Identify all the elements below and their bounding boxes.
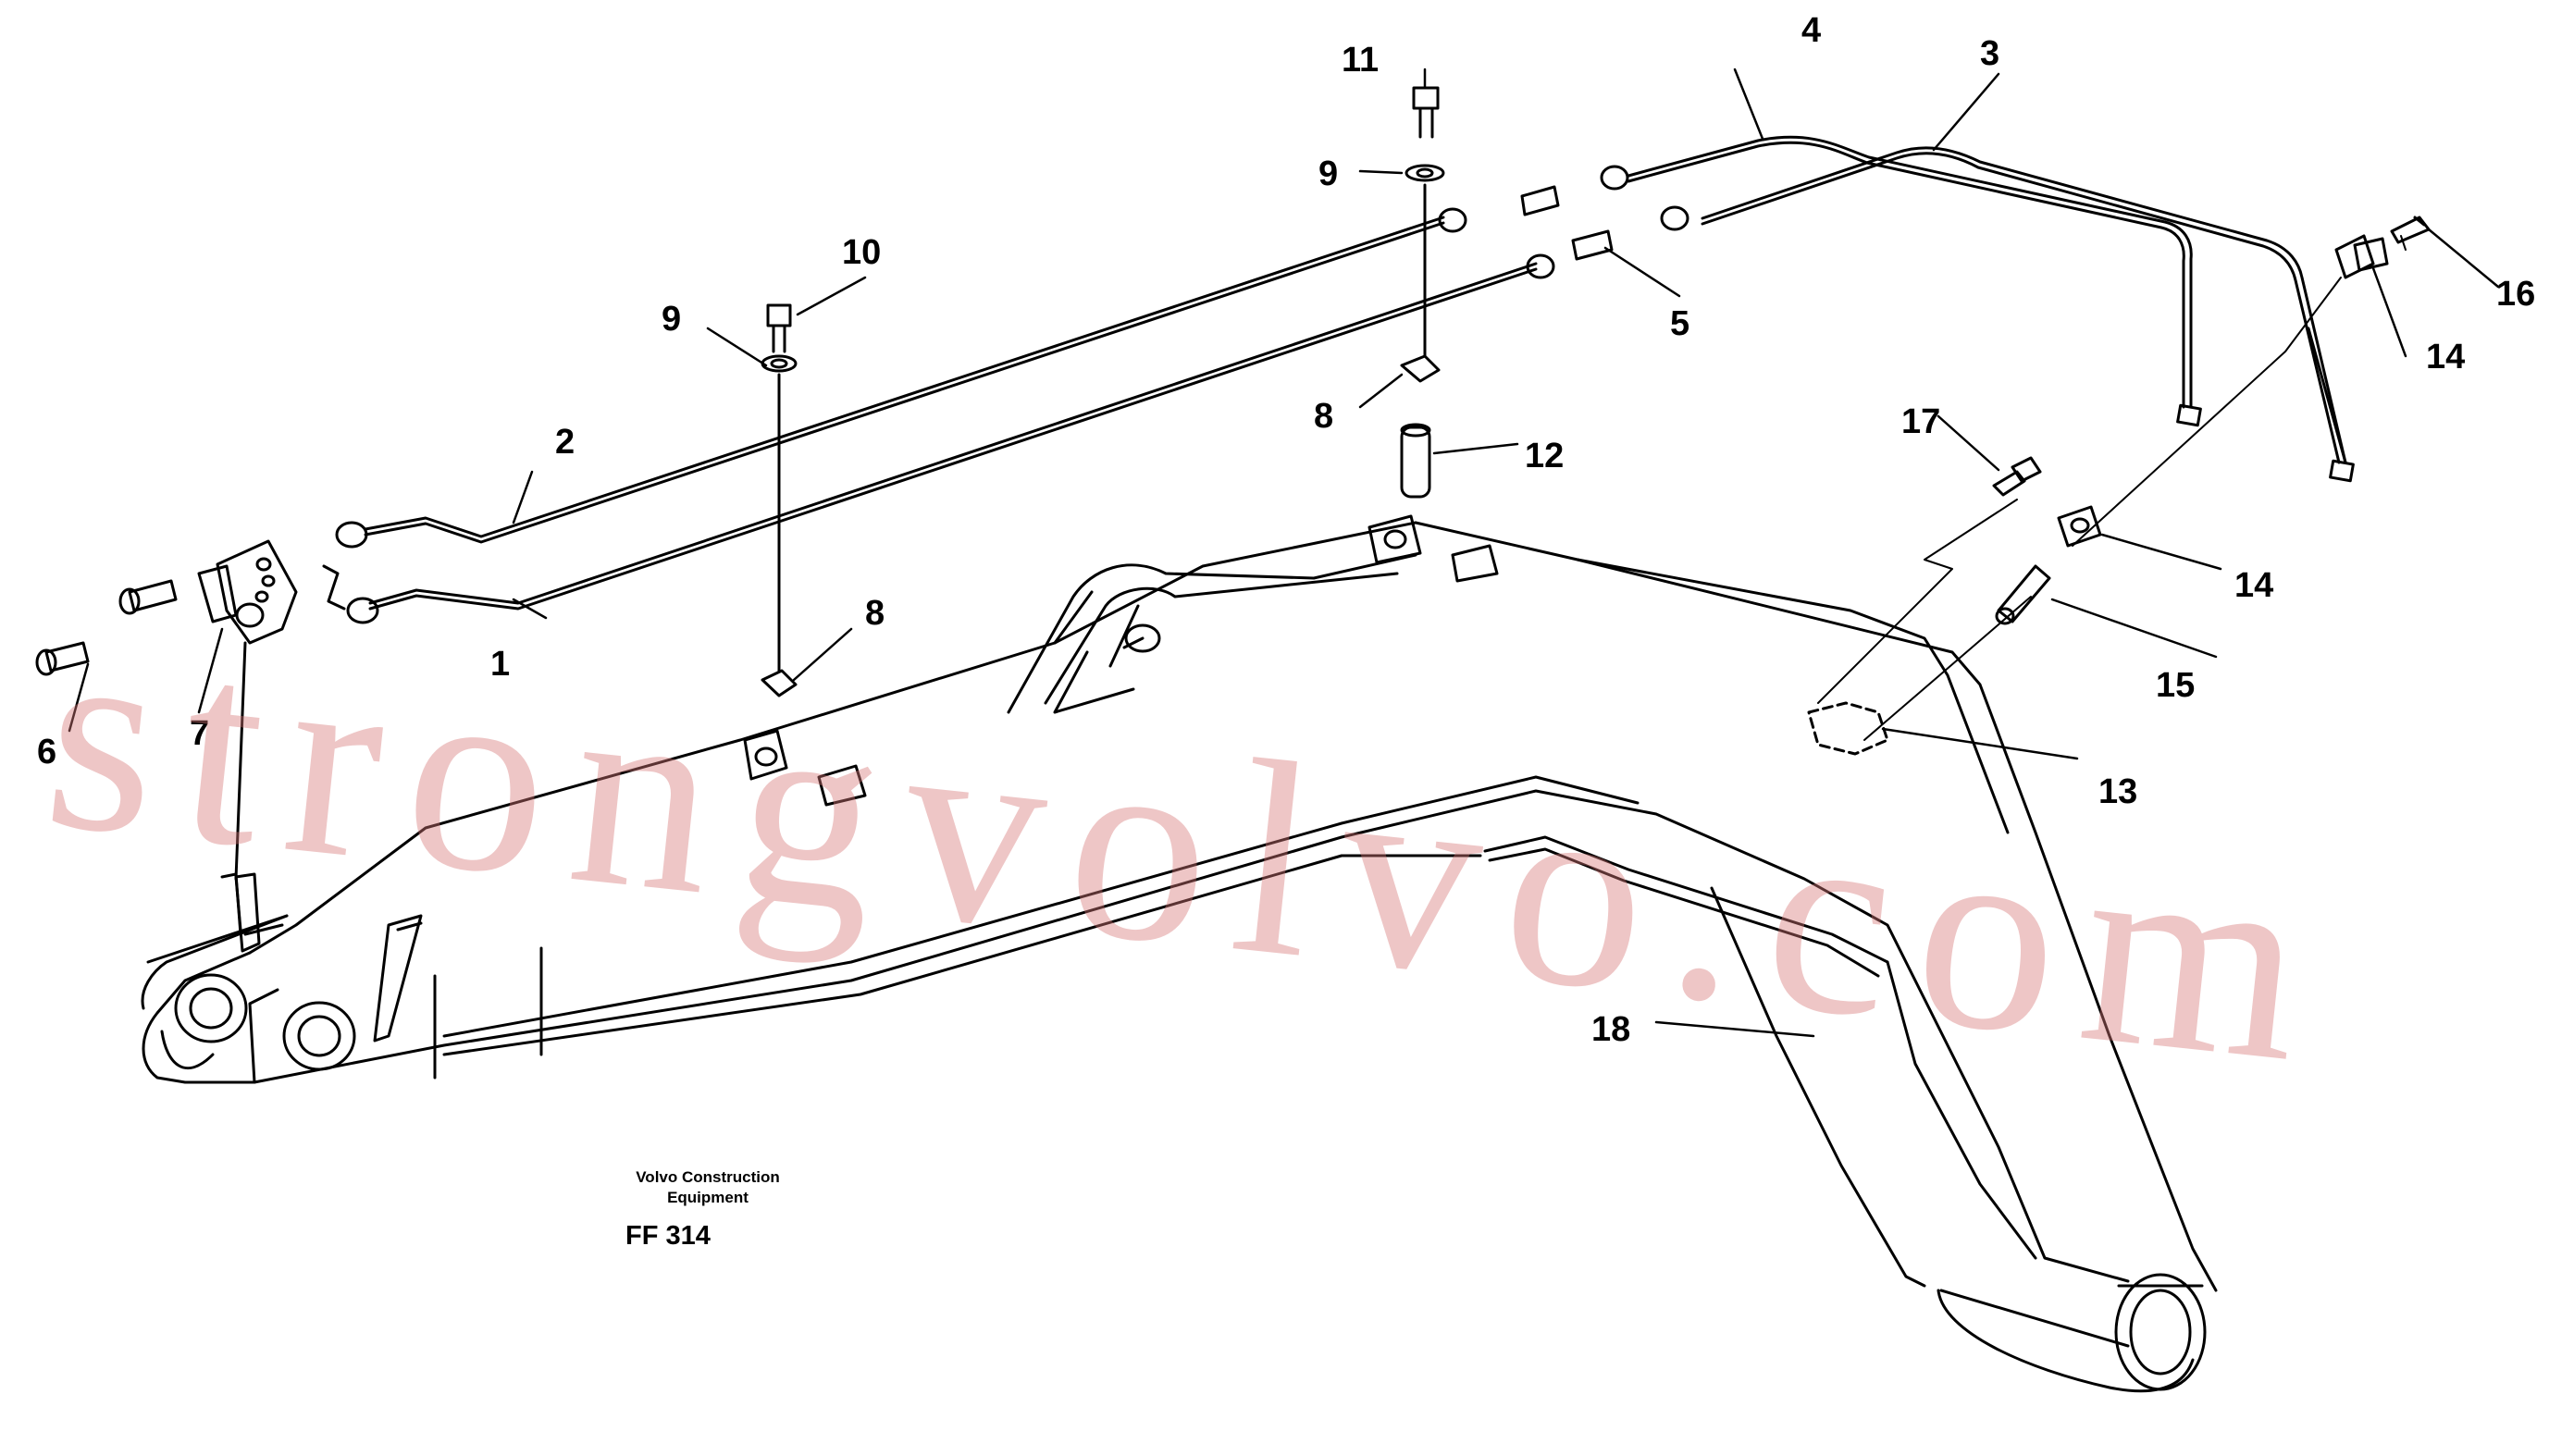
callout-labels: 1 2 3 4 5 6 7 8 8 9 9 10 11 12 13 14 14 …	[37, 11, 2535, 1049]
callout-9-left: 9	[662, 300, 681, 339]
drawing-code: FF 314	[625, 1221, 711, 1251]
callout-14-upper: 14	[2426, 338, 2465, 376]
callout-12: 12	[1525, 437, 1564, 475]
callout-17: 17	[1901, 402, 1940, 441]
boom-arm	[141, 521, 2218, 1393]
callout-10: 10	[842, 233, 881, 272]
caption-line-1: Volvo Construction	[636, 1168, 780, 1186]
callout-8-centre: 8	[1314, 397, 1333, 436]
callout-15: 15	[2156, 666, 2195, 705]
manufacturer-caption: Volvo Construction Equipment	[592, 1167, 823, 1208]
callout-4: 4	[1801, 11, 1821, 50]
callout-11: 11	[1342, 41, 1379, 80]
callout-9-centre: 9	[1318, 154, 1338, 193]
assembly-lines	[1817, 235, 2407, 741]
callout-7: 7	[190, 714, 209, 753]
callout-16: 16	[2496, 275, 2535, 314]
caption-line-2: Equipment	[667, 1189, 749, 1206]
hydraulic-pipes	[364, 135, 2355, 611]
fittings	[35, 86, 2431, 881]
callout-18: 18	[1591, 1010, 1630, 1049]
leader-lines	[68, 68, 2500, 1038]
callout-5: 5	[1670, 304, 1689, 343]
callout-6: 6	[37, 733, 56, 771]
callout-13: 13	[2098, 772, 2137, 811]
callout-3: 3	[1980, 34, 1999, 73]
callout-2: 2	[555, 423, 575, 462]
callout-14-lower: 14	[2234, 566, 2273, 605]
callout-1: 1	[490, 645, 510, 684]
callout-8-left: 8	[865, 594, 885, 633]
